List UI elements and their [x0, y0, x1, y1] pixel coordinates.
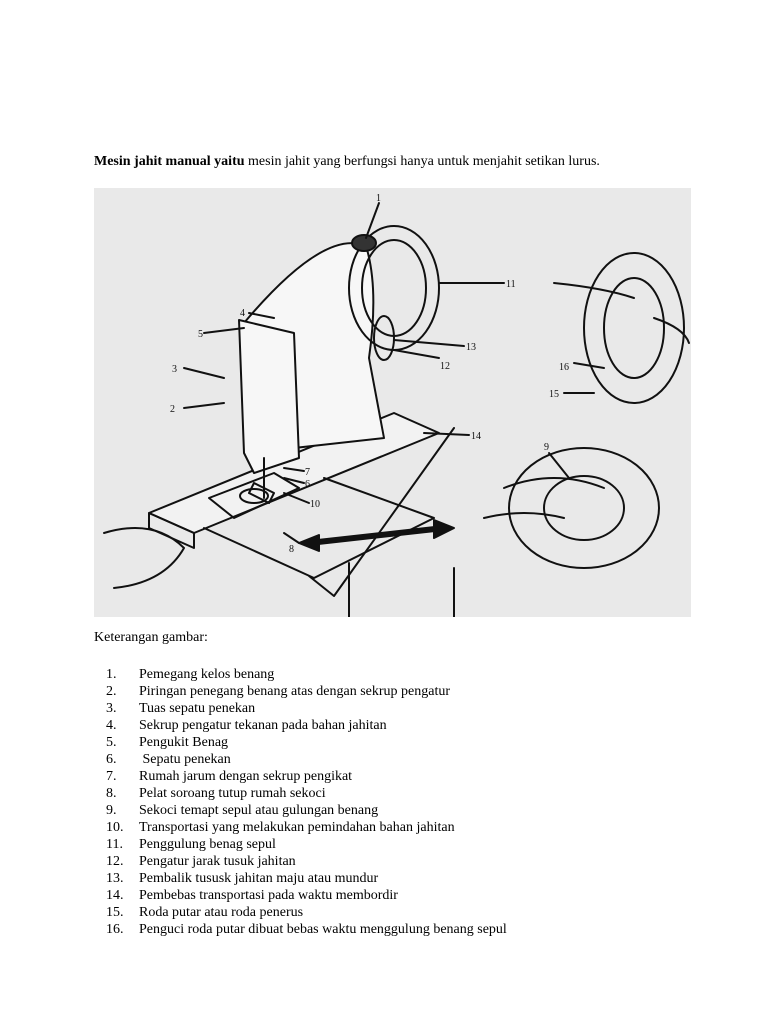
list-item: 5.Pengukit Benag [106, 735, 229, 750]
sewing-machine-illustration: 1 2 3 4 5 6 7 8 9 10 11 12 13 14 15 16 [103, 193, 690, 617]
sewing-machine-diagram: 1 2 3 4 5 6 7 8 9 10 11 12 13 14 15 16 [94, 188, 691, 617]
callout-3: 3 [172, 364, 177, 375]
legend-list: 1.Pemegang kelos benang 2.Piringan peneg… [0, 666, 507, 938]
callout-5: 5 [198, 329, 203, 340]
callout-4: 4 [240, 308, 245, 319]
list-item: 6. Sepatu penekan [106, 752, 231, 767]
list-item: 11.Penggulung benag sepul [106, 837, 276, 852]
list-item: 9.Sekoci temapt sepul atau gulungan bena… [106, 803, 379, 818]
list-item: 15.Roda putar atau roda penerus [106, 905, 304, 920]
list-item: 13.Pembalik tususk jahitan maju atau mun… [106, 871, 379, 886]
list-item: 1.Pemegang kelos benang [106, 667, 275, 682]
callout-12: 12 [440, 361, 450, 372]
list-item: 14.Pembebas transportasi pada waktu memb… [106, 888, 398, 903]
callout-14: 14 [471, 431, 481, 442]
callout-6: 6 [305, 479, 310, 490]
callout-16: 16 [559, 362, 569, 373]
list-item: 4.Sekrup pengatur tekanan pada bahan jah… [106, 718, 387, 733]
intro-paragraph: Mesin jahit manual yaitu mesin jahit yan… [94, 152, 714, 172]
figure-caption: Keterangan gambar: [94, 630, 208, 645]
callout-7: 7 [305, 467, 310, 478]
callout-10: 10 [310, 499, 320, 510]
callout-8: 8 [289, 544, 294, 555]
list-item: 7.Rumah jarum dengan sekrup pengikat [106, 769, 353, 784]
callout-11: 11 [506, 279, 516, 290]
intro-definition: mesin jahit yang berfungsi hanya untuk m… [244, 154, 600, 169]
list-item: 2.Piringan penegang benang atas dengan s… [106, 684, 451, 699]
list-item: 3.Tuas sepatu penekan [106, 701, 256, 716]
callout-9: 9 [544, 442, 549, 453]
callout-15: 15 [549, 389, 559, 400]
callout-2: 2 [170, 404, 175, 415]
list-item: 12.Pengatur jarak tusuk jahitan [106, 854, 296, 869]
callout-13: 13 [466, 342, 476, 353]
intro-bold-term: Mesin jahit manual yaitu [94, 154, 245, 169]
list-item: 16.Penguci roda putar dibuat bebas waktu… [106, 922, 507, 937]
list-item: 10.Transportasi yang melakukan pemindaha… [106, 820, 455, 835]
list-item: 8.Pelat soroang tutup rumah sekoci [106, 786, 326, 801]
callout-1: 1 [376, 193, 381, 204]
